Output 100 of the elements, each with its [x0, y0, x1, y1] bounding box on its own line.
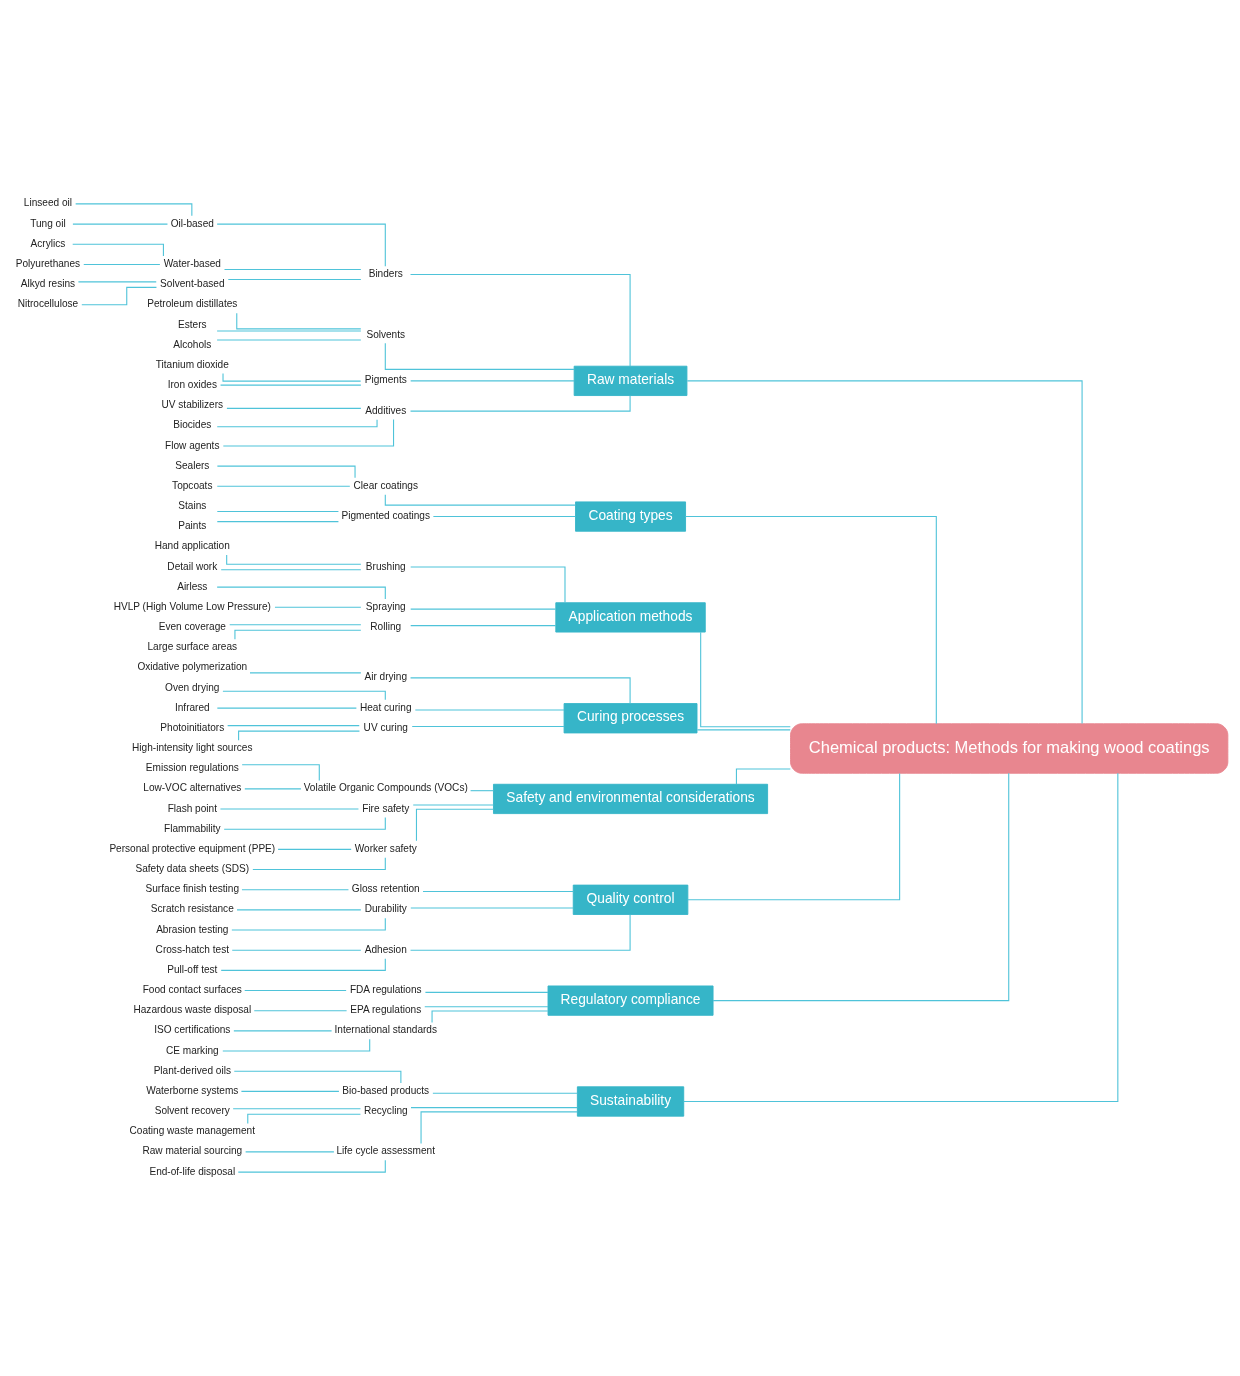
node-text: Infrared — [174, 701, 210, 713]
connector — [411, 725, 565, 728]
node-text: Adhesion — [364, 943, 407, 955]
connector — [220, 569, 362, 571]
node-text: Scratch resistance — [150, 903, 234, 915]
connector — [229, 624, 362, 626]
connector — [241, 764, 320, 781]
connector — [424, 1006, 549, 1008]
connector — [216, 707, 357, 709]
node-text: Alcohols — [173, 338, 212, 350]
node-text: Coating waste management — [129, 1125, 256, 1137]
connector — [72, 223, 169, 225]
node-text: Biocides — [173, 419, 212, 431]
connector — [222, 419, 395, 447]
node-text: Photoinitiators — [160, 721, 225, 733]
connector — [83, 263, 161, 265]
connector — [410, 380, 575, 382]
connector — [409, 677, 631, 704]
node-text: Bio-based products — [342, 1084, 430, 1096]
connector — [220, 958, 386, 971]
connector — [431, 1010, 549, 1024]
node-text: Pull-off test — [167, 963, 218, 975]
connector — [409, 273, 631, 367]
node-text: Detail work — [167, 560, 218, 572]
node-text: Titanium dioxide — [155, 358, 229, 370]
node-text: ISO certifications — [154, 1024, 231, 1036]
connector — [233, 1070, 402, 1084]
node-text: Gloss retention — [351, 883, 420, 895]
connector — [81, 286, 157, 306]
connector — [410, 625, 557, 627]
connector — [77, 281, 157, 283]
node-text: Recycling — [363, 1105, 408, 1117]
connector — [227, 279, 362, 281]
node-text: Oil-based — [170, 217, 214, 229]
node-text: Even coverage — [158, 621, 226, 633]
node-box: Chemical products: Methods for making wood coatings — [790, 723, 1229, 774]
connector — [241, 889, 349, 891]
node-text: Polyurethanes — [15, 258, 81, 269]
node-text: Stains — [178, 500, 207, 512]
connector — [409, 914, 631, 951]
node-text: Life cycle assessment — [336, 1145, 436, 1157]
node-text: Surface finish testing — [145, 883, 240, 895]
connector — [232, 1108, 362, 1110]
node-text: Binders — [368, 268, 403, 280]
node-text: Heat curing — [359, 701, 412, 713]
connector — [75, 203, 193, 217]
connector — [244, 788, 302, 790]
node-text: Raw material sourcing — [142, 1145, 243, 1157]
connector — [216, 419, 378, 428]
connector — [226, 554, 362, 565]
connector — [432, 1092, 578, 1094]
connector — [277, 848, 352, 850]
connector — [245, 1151, 335, 1153]
node-text: Waterborne systems — [146, 1084, 239, 1096]
node-box: Regulatory compliance — [547, 985, 714, 1016]
connector — [247, 1113, 361, 1124]
node-text: Large surface areas — [147, 641, 238, 653]
node-text: UV curing — [363, 721, 408, 733]
connector — [687, 772, 901, 901]
node-text: Airless — [177, 580, 208, 592]
connector — [222, 690, 386, 701]
node-box: Safety and environmental considerations — [493, 783, 769, 815]
connector — [233, 1030, 333, 1032]
node-text: Clear coatings — [353, 479, 418, 491]
node-text: Low-VOC alternatives — [143, 782, 242, 794]
connector — [223, 816, 386, 830]
connector — [712, 772, 1010, 1002]
node-text: HVLP (High Volume Low Pressure) — [113, 600, 271, 612]
node-text: Abrasion testing — [156, 923, 229, 935]
connector — [410, 566, 566, 604]
connector — [686, 380, 1083, 725]
node-text: High-intensity light sources — [132, 742, 253, 754]
connector — [216, 485, 351, 487]
connector — [420, 1111, 578, 1144]
connector — [231, 949, 362, 951]
node-text: Air drying — [364, 671, 408, 683]
connector — [227, 725, 360, 727]
node-text: Spraying — [365, 600, 406, 612]
connector — [410, 608, 557, 610]
node-text: Pigments — [364, 374, 407, 386]
connector — [384, 342, 575, 370]
node-text: Durability — [364, 903, 407, 915]
node-text: Fire safety — [362, 802, 410, 814]
node-box: Coating types — [575, 501, 686, 532]
connector — [415, 808, 494, 842]
connector — [253, 1010, 348, 1012]
connector — [409, 395, 631, 412]
node-box: Raw materials — [573, 365, 688, 396]
node-text: Additives — [365, 404, 407, 416]
node-box: Application methods — [555, 602, 706, 633]
node-text: Solvent recovery — [154, 1105, 230, 1117]
node-text: Volatile Organic Compounds (VOCs) — [303, 782, 468, 794]
connector — [414, 709, 565, 711]
node-text: Acrylics — [30, 237, 66, 249]
node-text: Oxidative polymerization — [137, 661, 248, 673]
node-text: Emission regulations — [145, 762, 239, 774]
connector — [219, 808, 359, 810]
connector — [216, 330, 362, 332]
node-text: Worker safety — [354, 842, 417, 854]
connector — [236, 312, 362, 330]
